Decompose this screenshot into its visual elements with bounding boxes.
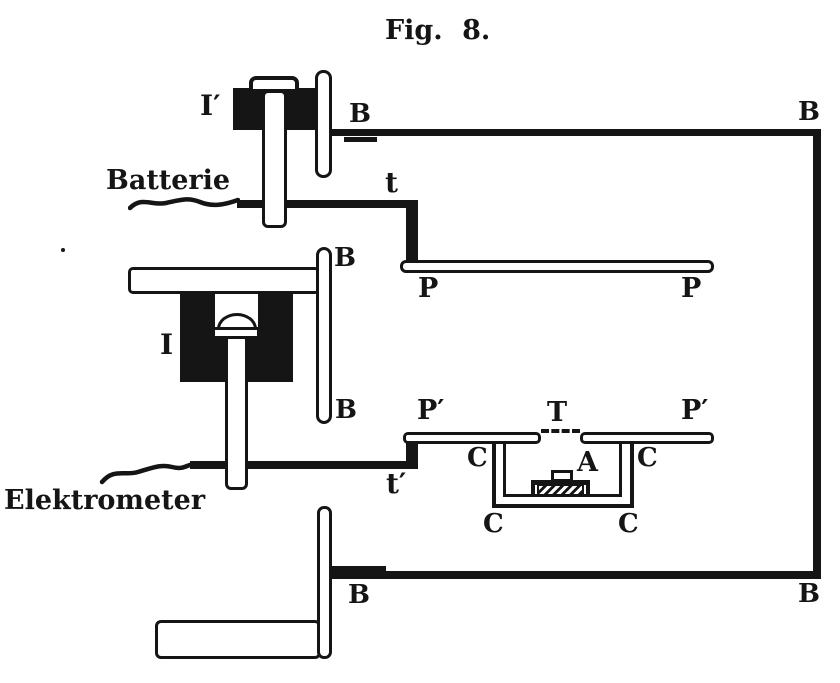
shield-wire-top <box>332 129 821 136</box>
upper-rod <box>262 90 287 228</box>
label-c-bottom-left: C <box>483 509 504 539</box>
label-c-top-right: C <box>637 443 658 473</box>
sample-block <box>537 484 584 496</box>
lower-rod <box>225 334 248 490</box>
label-b-bottom-right: B <box>798 579 820 609</box>
opening-t-dashed-line <box>541 429 580 433</box>
lower-shield-arm-upper <box>128 267 320 294</box>
label-p-left: P <box>418 273 439 304</box>
label-opening-t: T <box>547 397 568 428</box>
label-c-bottom-right: C <box>618 509 639 539</box>
battery-wire-t <box>237 200 418 208</box>
shield-plate-middle <box>316 247 332 424</box>
label-wire-t: t <box>385 166 398 199</box>
shield-wire-top-junction <box>344 137 377 142</box>
upper-rod-cap <box>249 76 299 93</box>
label-insulator-upper: I′ <box>200 89 221 122</box>
label-b-top-right: B <box>798 97 820 127</box>
sample-cap <box>551 470 573 482</box>
label-c-top-left: C <box>467 443 488 473</box>
sample-tray <box>531 480 590 485</box>
label-b-top-left: B <box>349 99 371 129</box>
print-speck <box>61 248 65 252</box>
label-wire-t-prime: t′ <box>386 467 407 500</box>
rod-flange <box>212 327 260 339</box>
cup-outer-wall <box>492 443 634 508</box>
label-p-prime-left: P′ <box>417 395 445 426</box>
label-p-prime-right: P′ <box>681 395 709 426</box>
label-electrometer: Elektrometer <box>4 485 206 516</box>
lower-shield-arm-bottom <box>155 620 321 659</box>
figure-title: Fig. 8. <box>385 15 491 46</box>
plate-p <box>400 260 714 273</box>
shield-wire-right <box>813 129 821 579</box>
sample-tray-leg-right <box>586 480 590 497</box>
label-battery: Batterie <box>106 165 231 196</box>
shield-wire-bottom <box>331 571 821 579</box>
shield-plate-bottom <box>317 506 332 659</box>
label-b-bottom-left: B <box>348 580 370 610</box>
electrometer-wire-t-prime <box>190 461 418 469</box>
electrometer-lead-squiggle <box>99 461 196 485</box>
shield-plate-upper <box>315 70 332 178</box>
label-p-right: P <box>681 273 702 304</box>
label-sample-a: A <box>577 447 598 478</box>
label-b-middle-top: B <box>334 243 356 273</box>
label-b-middle-bottom: B <box>335 395 357 425</box>
battery-lead-squiggle <box>128 197 240 211</box>
plate-p-prime-left <box>403 432 541 444</box>
battery-wire-t-drop <box>406 200 418 264</box>
shield-wire-bottom-junction <box>331 566 386 578</box>
label-insulator-lower: I <box>160 328 174 361</box>
plate-p-prime-right <box>580 432 714 444</box>
electrometer-wire-t-prime-rise <box>406 441 418 469</box>
sample-tray-leg-left <box>531 480 535 497</box>
